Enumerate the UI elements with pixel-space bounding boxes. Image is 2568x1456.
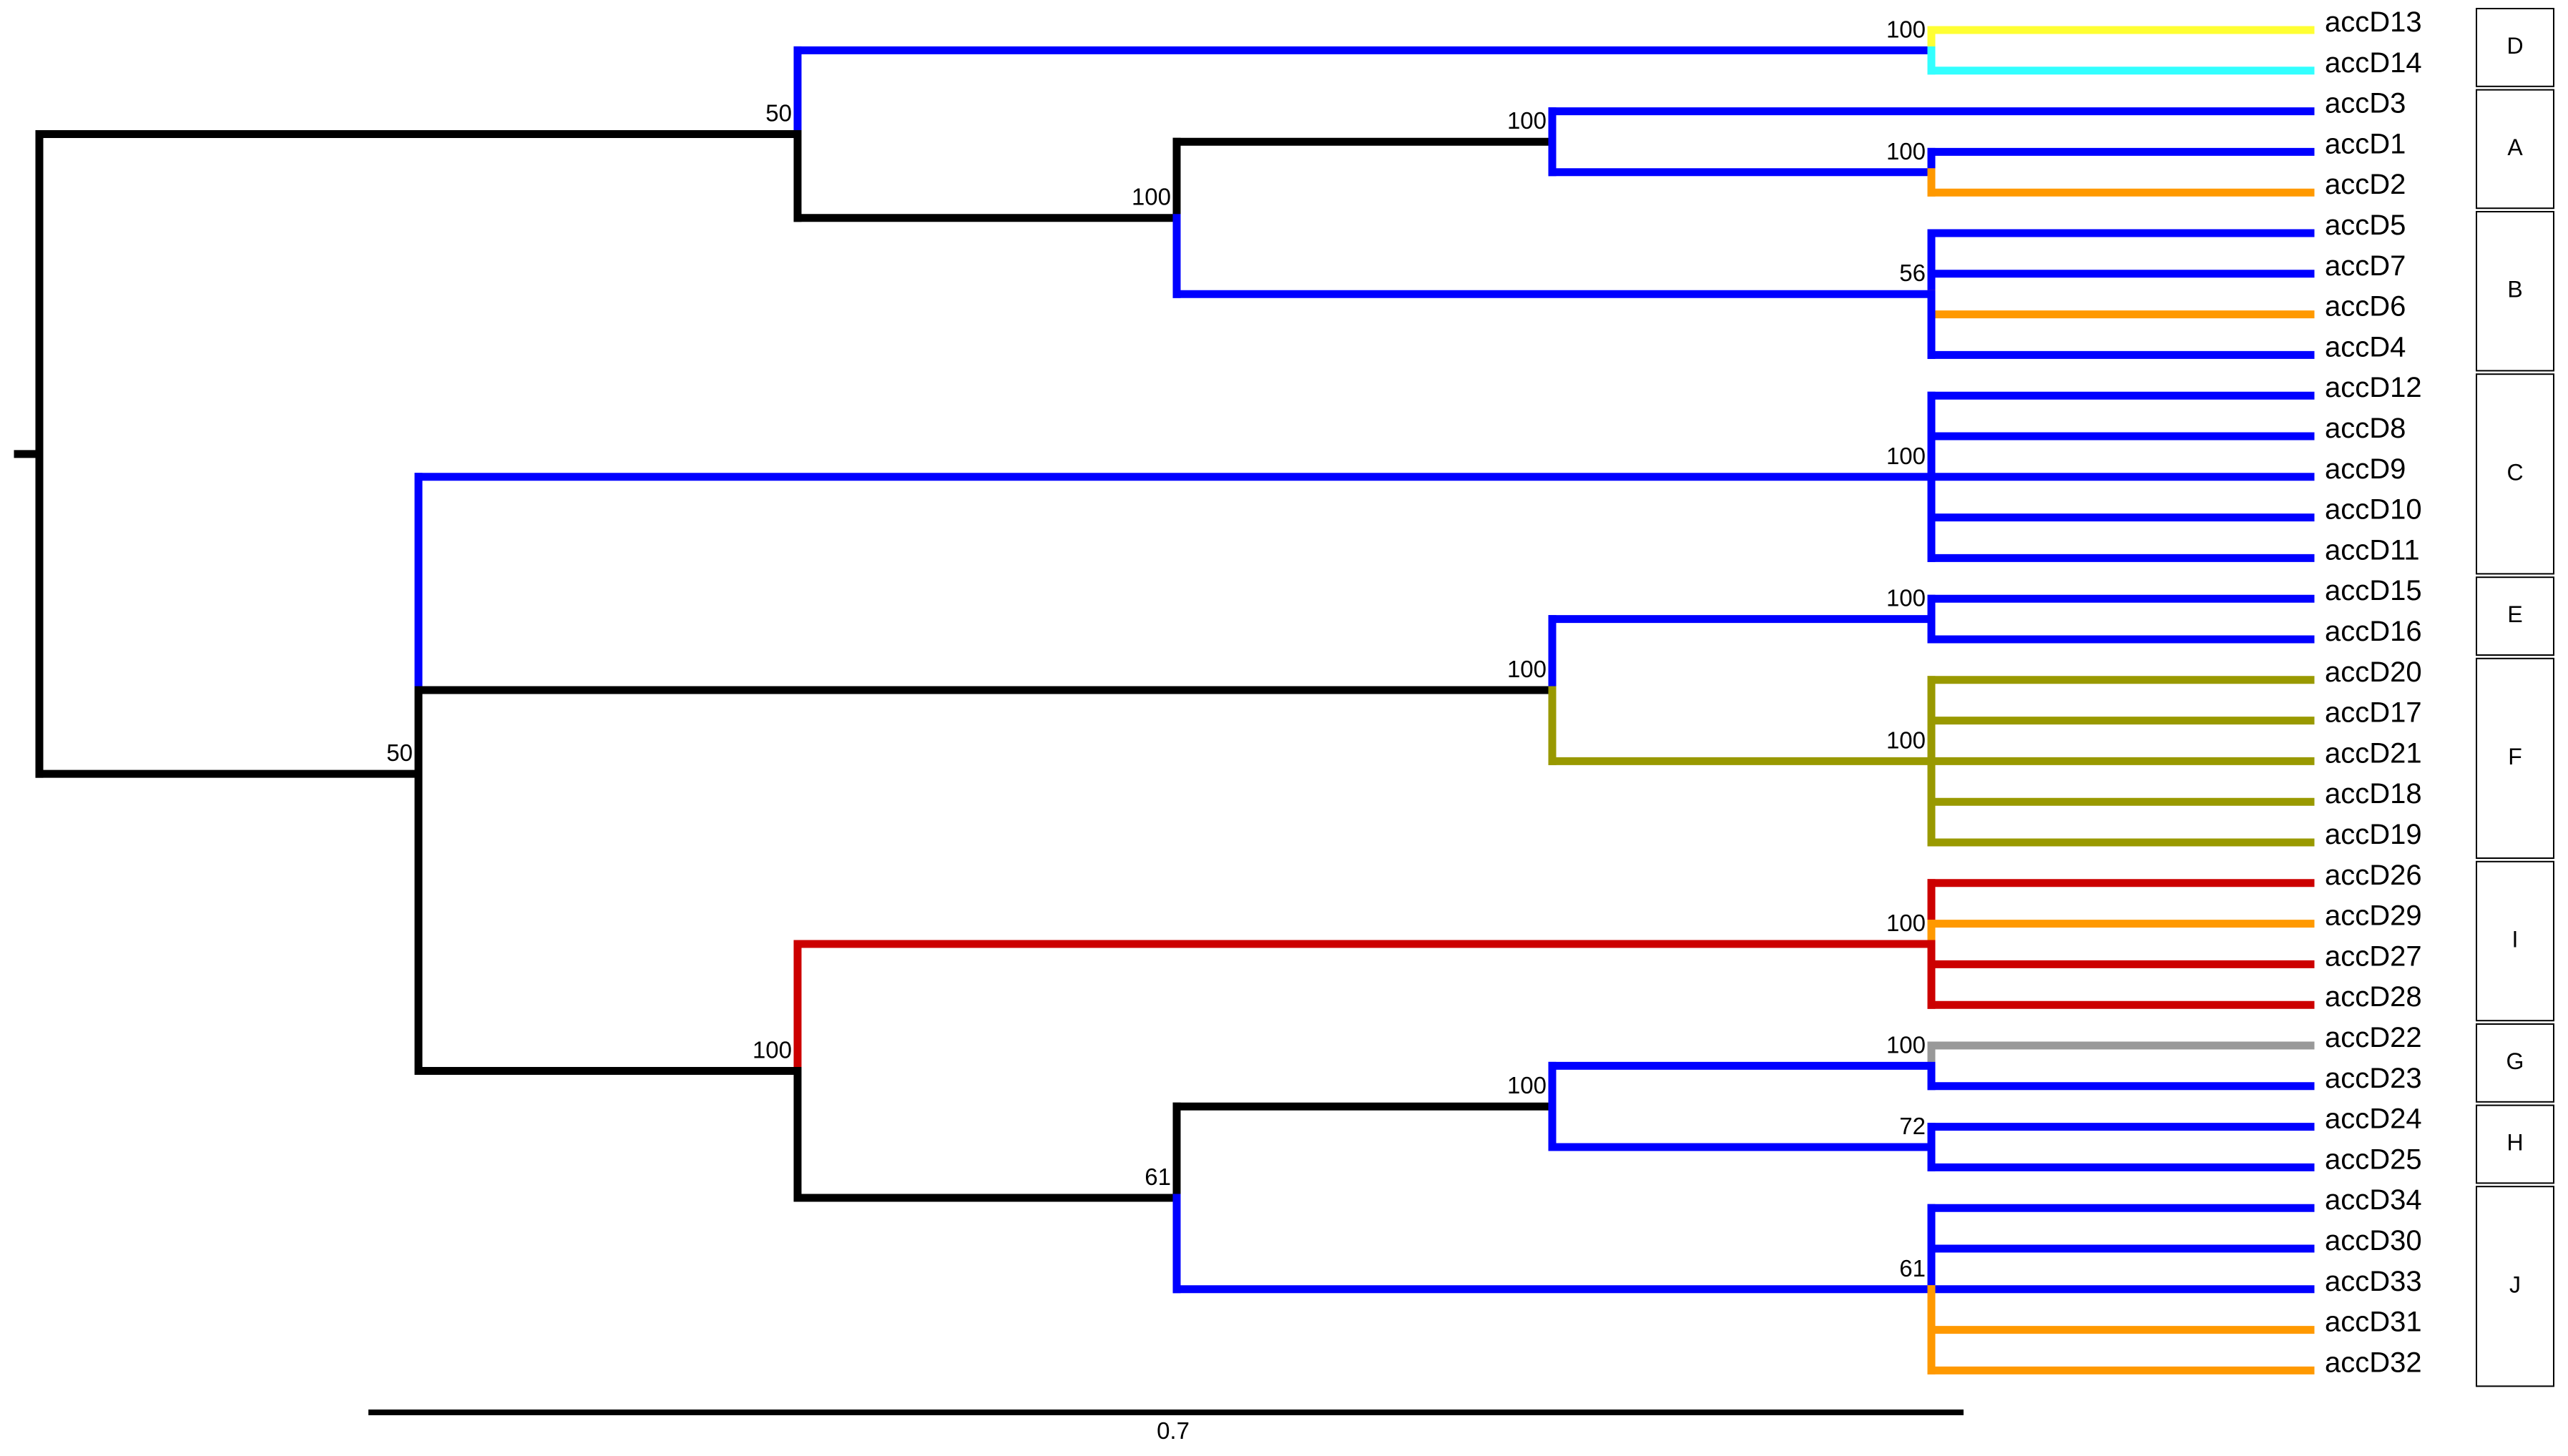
group-box-H	[2476, 1104, 2554, 1184]
support-value: 50	[386, 739, 413, 766]
scale-bar: 0.7	[368, 1410, 1964, 1444]
tip-label-accD22: accD22	[2325, 1022, 2422, 1053]
support-value: 100	[1886, 1031, 1926, 1058]
tip-label-accD32: accD32	[2325, 1347, 2422, 1378]
tip-label-accD30: accD30	[2325, 1225, 2422, 1256]
support-value: 100	[1886, 443, 1926, 469]
tip-label-accD17: accD17	[2325, 697, 2422, 729]
tip-label-accD7: accD7	[2325, 250, 2406, 282]
group-box-E	[2476, 576, 2554, 656]
group-label-I: I	[2512, 926, 2519, 952]
tip-label-accD19: accD19	[2325, 819, 2422, 850]
clade-group-boxes: D A B C E F I G H J	[2476, 8, 2554, 1387]
group-box-C	[2476, 373, 2554, 575]
tip-label-accD5: accD5	[2325, 210, 2406, 241]
support-value: 100	[1507, 656, 1547, 682]
group-label-A: A	[2507, 134, 2523, 160]
support-value: 100	[1886, 585, 1926, 611]
tip-label-accD8: accD8	[2325, 413, 2406, 444]
support-value: 56	[1899, 260, 1926, 286]
tip-label-accD34: accD34	[2325, 1184, 2422, 1216]
tip-label-accD27: accD27	[2325, 940, 2422, 972]
support-value: 100	[1886, 16, 1926, 42]
tip-label-accD13: accD13	[2325, 6, 2422, 38]
tip-label-accD16: accD16	[2325, 616, 2422, 647]
support-values: 50 100 100 100 100 56 50 100 100 100 100 100 100 61 10…	[386, 16, 1926, 1281]
group-box-I	[2476, 860, 2554, 1022]
tip-label-accD1: accD1	[2325, 128, 2406, 159]
support-value: 100	[753, 1037, 792, 1063]
tip-label-accD3: accD3	[2325, 88, 2406, 119]
tip-label-accD11: accD11	[2325, 534, 2420, 566]
tip-label-accD2: accD2	[2325, 169, 2406, 200]
support-value: 61	[1899, 1255, 1926, 1282]
tip-label-accD23: accD23	[2325, 1063, 2422, 1094]
group-label-B: B	[2507, 277, 2522, 302]
tip-label-accD20: accD20	[2325, 656, 2422, 688]
tip-label-accD4: accD4	[2325, 331, 2406, 363]
group-label-H: H	[2506, 1129, 2523, 1155]
tip-label-accD29: accD29	[2325, 900, 2422, 932]
group-box-D	[2476, 8, 2554, 87]
tip-label-accD28: accD28	[2325, 981, 2422, 1013]
tip-label-accD18: accD18	[2325, 778, 2422, 810]
tip-label-accD21: accD21	[2325, 737, 2422, 769]
scale-bar-label: 0.7	[1157, 1417, 1190, 1444]
tip-label-accD6: accD6	[2325, 291, 2406, 323]
group-label-F: F	[2508, 744, 2522, 769]
tip-label-accD10: accD10	[2325, 494, 2422, 526]
group-box-B	[2476, 211, 2554, 372]
support-value: 100	[1886, 138, 1926, 164]
tip-label-accD15: accD15	[2325, 575, 2422, 606]
support-value: 72	[1899, 1113, 1926, 1139]
tree-branches	[14, 26, 2315, 1374]
group-label-C: C	[2506, 459, 2523, 485]
group-box-G	[2476, 1023, 2554, 1103]
support-value: 100	[1507, 1072, 1547, 1098]
support-value: 100	[1886, 727, 1926, 753]
tip-label-accD24: accD24	[2325, 1103, 2422, 1135]
support-value: 100	[1886, 910, 1926, 936]
tip-label-accD26: accD26	[2325, 860, 2422, 891]
group-label-G: G	[2506, 1048, 2524, 1074]
tip-label-accD33: accD33	[2325, 1266, 2422, 1297]
tip-label-accD14: accD14	[2325, 47, 2422, 79]
group-label-D: D	[2506, 33, 2523, 59]
group-box-J	[2476, 1186, 2554, 1387]
tip-label-accD12: accD12	[2325, 372, 2422, 403]
tip-labels: accD13 accD14 accD3 accD1 accD2 accD5 accD7 acc…	[2325, 6, 2422, 1378]
group-label-E: E	[2507, 601, 2522, 627]
support-value: 50	[765, 100, 792, 127]
support-value: 61	[1145, 1164, 1171, 1190]
tip-label-accD9: accD9	[2325, 453, 2406, 485]
support-value: 100	[1507, 107, 1547, 134]
tip-label-accD25: accD25	[2325, 1143, 2422, 1175]
support-value: 100	[1132, 184, 1171, 210]
group-label-J: J	[2509, 1271, 2521, 1297]
tip-label-accD31: accD31	[2325, 1307, 2422, 1338]
group-box-F	[2476, 657, 2554, 859]
group-box-A	[2476, 89, 2554, 210]
